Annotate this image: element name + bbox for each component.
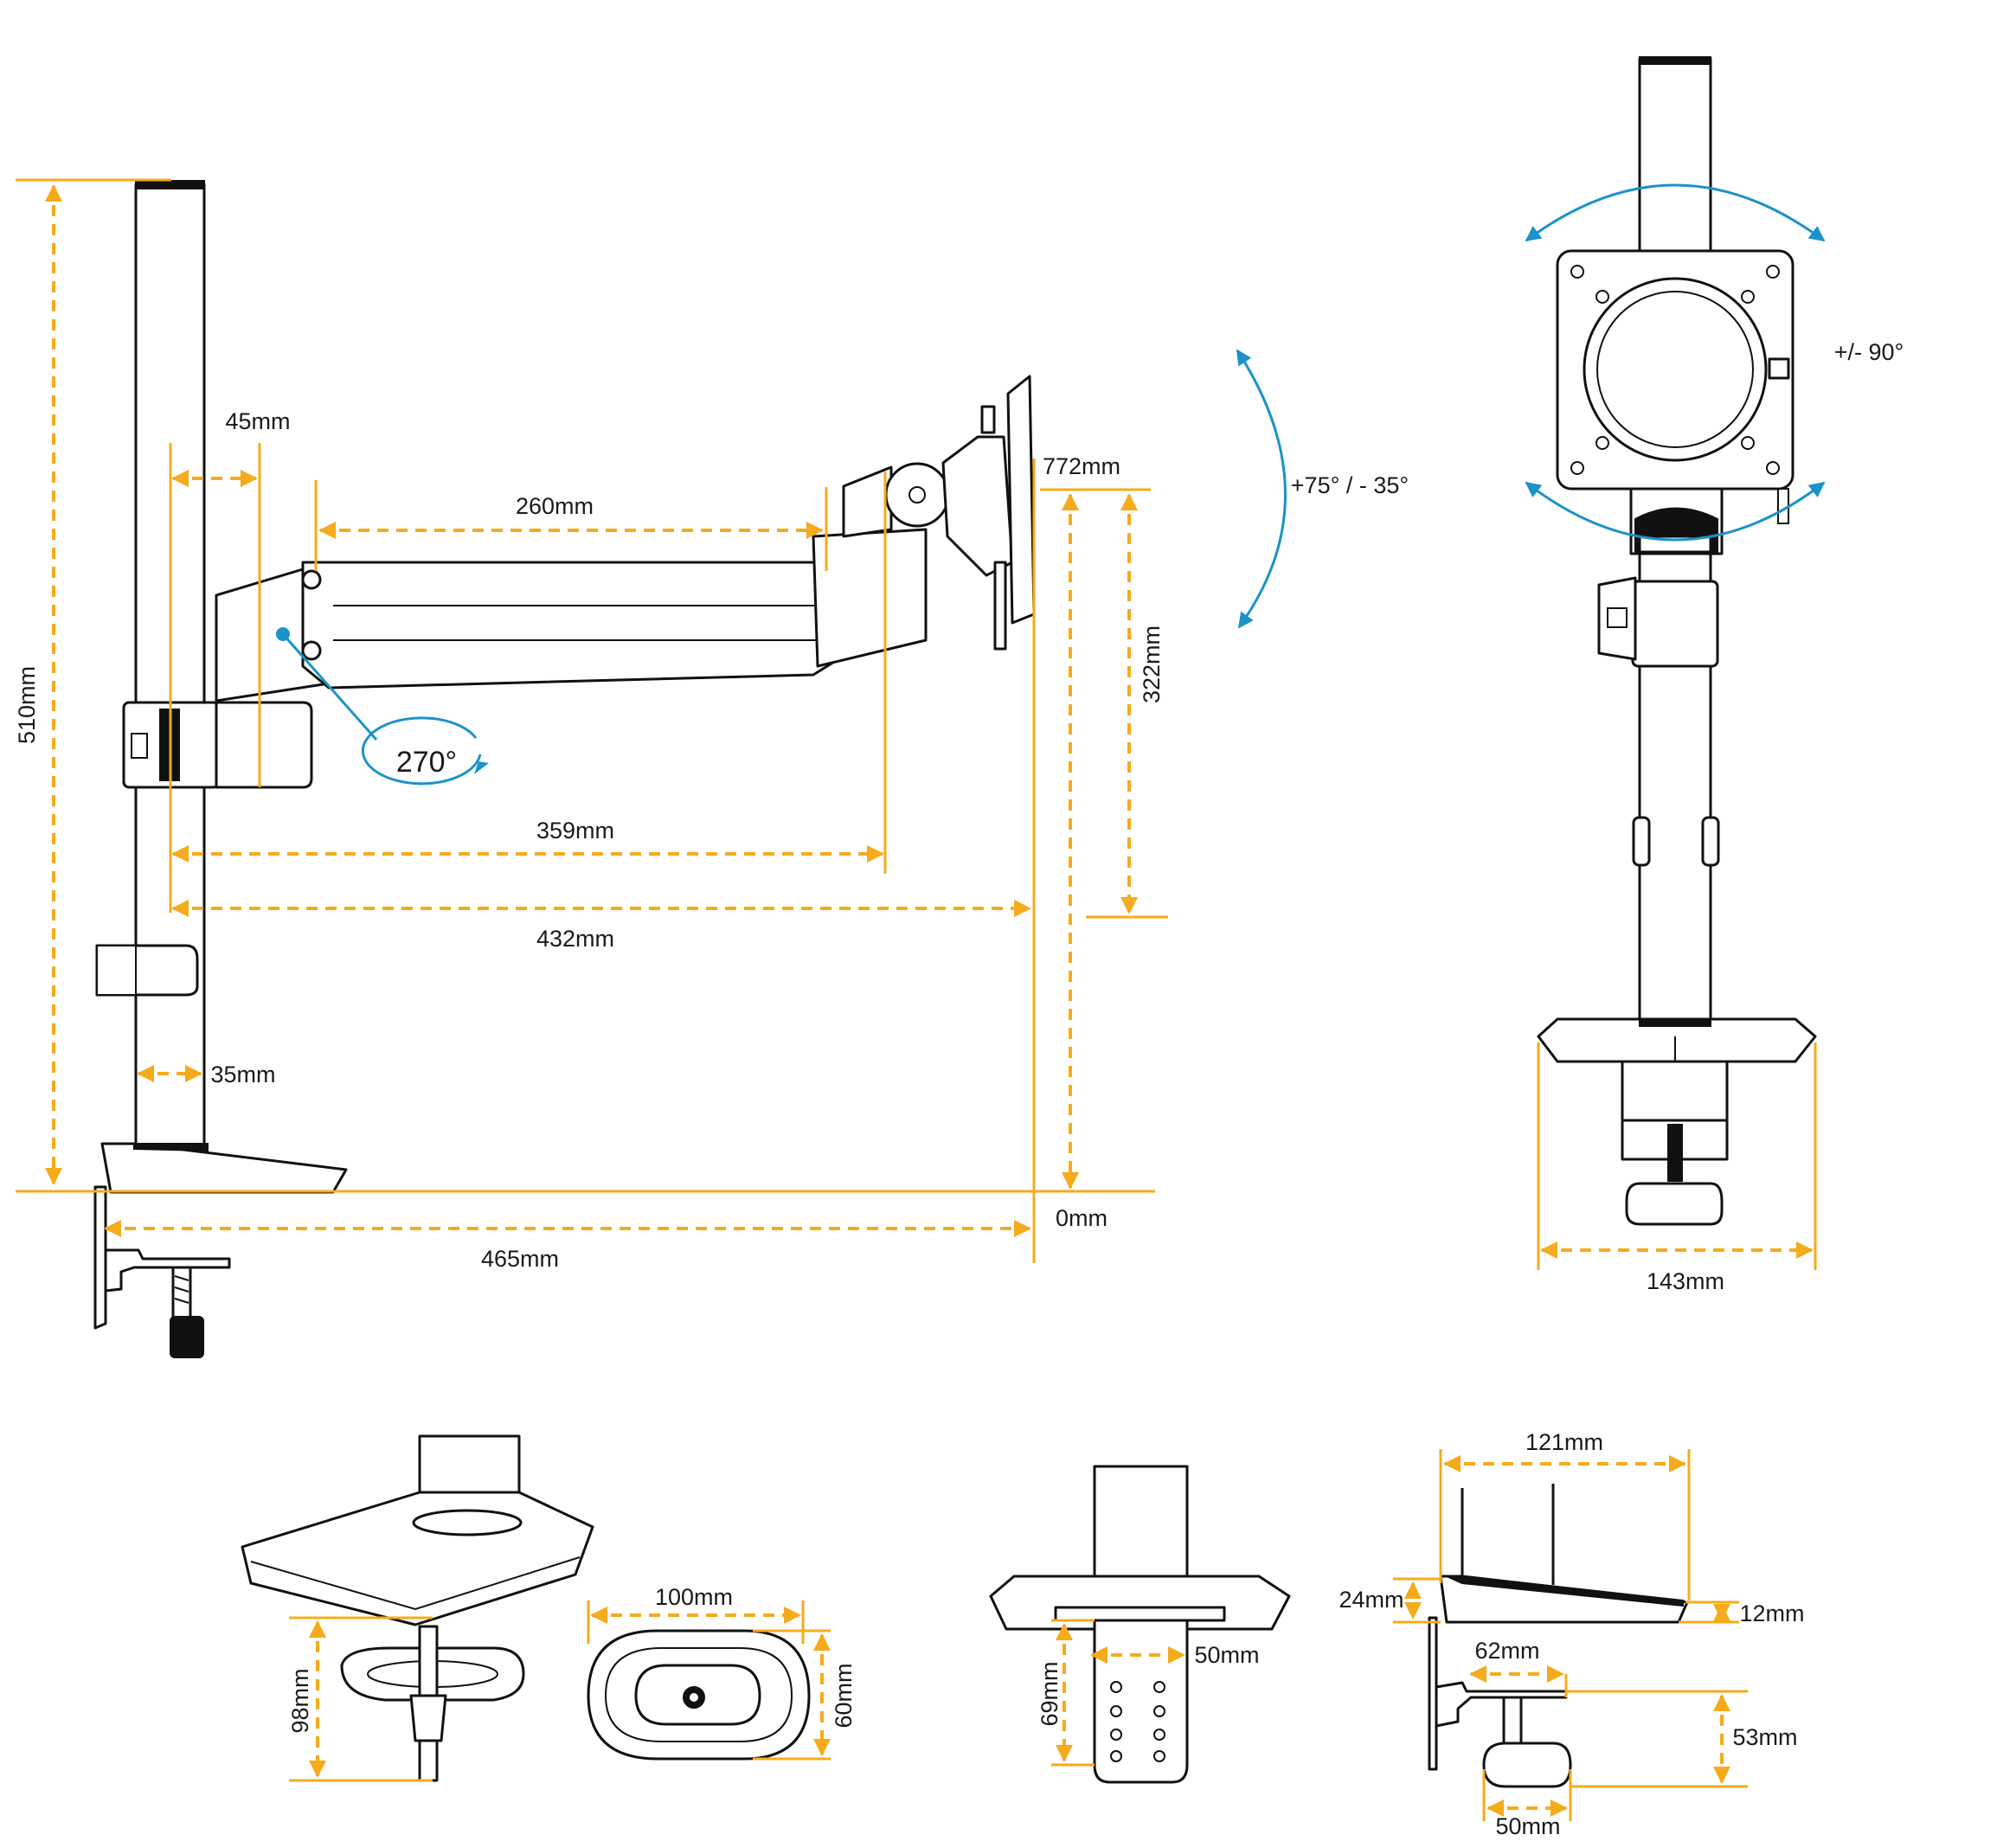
label-reach-inner: 359mm bbox=[536, 818, 614, 844]
grommet-view: 69mm 50mm bbox=[989, 1465, 1291, 1784]
pole-cap bbox=[135, 180, 205, 189]
elbow-joint bbox=[812, 528, 928, 668]
label-mount-height: 772mm bbox=[1043, 453, 1120, 479]
front-clamp-knob bbox=[1625, 1182, 1724, 1226]
desk-clamp bbox=[93, 1185, 107, 1330]
front-collar bbox=[1631, 580, 1719, 668]
label-base-reach: 465mm bbox=[481, 1246, 559, 1272]
label-height-total: 510mm bbox=[14, 666, 40, 744]
desk-base bbox=[100, 1142, 348, 1194]
label-clamp-depth: 98mm bbox=[287, 1668, 313, 1733]
arm-hinge bbox=[215, 701, 313, 789]
gas-spring-arm bbox=[301, 561, 843, 690]
front-base bbox=[1537, 1017, 1817, 1063]
label-base-length: 121mm bbox=[1525, 1429, 1603, 1455]
label-bolt-length: 69mm bbox=[1037, 1661, 1063, 1726]
front-view: +/- 90° 143mm bbox=[1525, 56, 1904, 1294]
side-view: 510mm 45mm 260mm 772mm 359mm 432mm 35mm … bbox=[14, 178, 1409, 1358]
label-grommet-width: 60mm bbox=[831, 1663, 857, 1728]
label-pole-offset: 45mm bbox=[225, 408, 290, 434]
base-side-knob bbox=[1482, 1742, 1572, 1788]
label-rotation: +/- 90° bbox=[1834, 339, 1904, 365]
label-clamp-plate: 62mm bbox=[1474, 1638, 1539, 1664]
label-tilt-range: +75° / - 35° bbox=[1291, 472, 1409, 498]
base-side-view: 121mm 24mm 12mm 62mm 53mm 50mm bbox=[1339, 1429, 1804, 1839]
label-reach-outer: 432mm bbox=[536, 926, 614, 952]
label-plate-width: 50mm bbox=[1194, 1642, 1259, 1668]
clamp-view: 98mm 100mm 60mm bbox=[241, 1434, 857, 1782]
label-arm-rotation: 270° bbox=[396, 746, 457, 779]
label-base-height: 24mm bbox=[1339, 1587, 1403, 1613]
label-zero-level: 0mm bbox=[1056, 1205, 1108, 1231]
label-grommet-length: 100mm bbox=[655, 1584, 733, 1610]
label-arm-length: 260mm bbox=[516, 493, 594, 519]
tilt-head bbox=[941, 435, 1014, 577]
clamp-knob bbox=[170, 1316, 204, 1358]
vesa-plate-side bbox=[1006, 375, 1036, 625]
label-knob-width: 50mm bbox=[1495, 1813, 1560, 1839]
label-clamp-opening: 53mm bbox=[1732, 1724, 1797, 1750]
label-base-width: 143mm bbox=[1647, 1268, 1724, 1294]
label-vertical-travel: 322mm bbox=[1139, 625, 1165, 703]
label-pole-diameter: 35mm bbox=[210, 1062, 275, 1087]
label-base-thickness: 12mm bbox=[1739, 1600, 1804, 1626]
